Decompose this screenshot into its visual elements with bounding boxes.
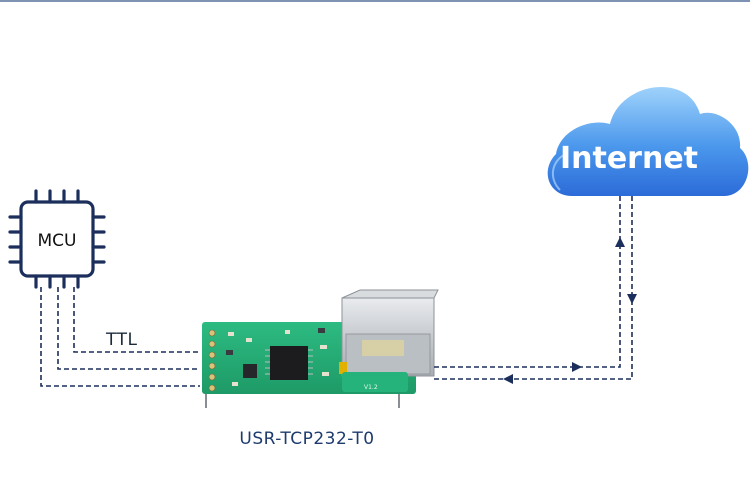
top-border	[0, 0, 750, 2]
mcu-label: MCU	[38, 231, 77, 251]
network-lines	[434, 195, 633, 380]
product-name: USR-TCP232-T0	[239, 429, 374, 449]
ethernet-port	[339, 289, 439, 392]
internet-label: Internet	[560, 141, 698, 176]
board-version: V1.2	[364, 384, 378, 391]
ttl-wires	[40, 287, 200, 387]
chip-icon	[8, 189, 106, 289]
cloud-icon	[547, 87, 749, 196]
ttl-label: TTL	[105, 330, 137, 350]
arrow-icons	[503, 237, 637, 384]
